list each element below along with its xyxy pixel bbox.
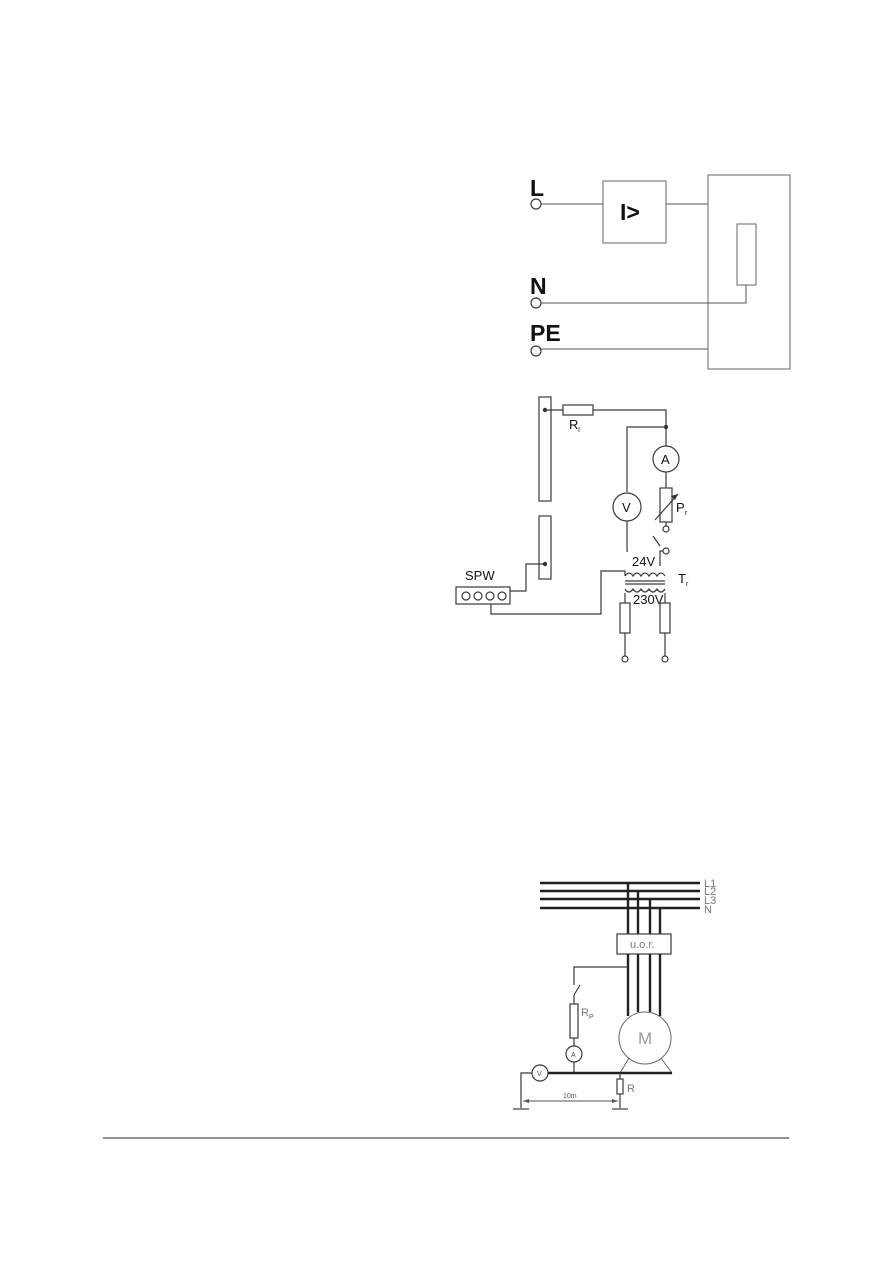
wire-voltmeter-down — [626, 521, 628, 552]
terminal-l-label: L — [530, 175, 544, 201]
transformer-label: T — [678, 571, 686, 586]
earth-resistor — [616, 1078, 624, 1095]
motor-foot-left — [619, 1057, 630, 1074]
earthing-measurement-diagram: L1 L2 L3 N u.o.r. R P A M V — [513, 878, 716, 1110]
rail-bottom — [538, 515, 552, 580]
wire-ri-right — [593, 409, 667, 446]
motor-label: M — [638, 1029, 652, 1048]
wire-to-voltmeter — [626, 426, 666, 492]
transformer-subscript: r — [686, 581, 689, 588]
motor-foot-right — [660, 1057, 673, 1074]
wire-spw-rail — [510, 563, 545, 592]
rail-top — [538, 396, 552, 502]
terminal-l — [530, 198, 542, 210]
voltmeter-label: V — [537, 1071, 542, 1078]
terminal-n — [530, 297, 542, 309]
rcd-label: u.o.r. — [630, 939, 654, 951]
potentiometer-arrowhead — [671, 494, 678, 500]
distance-label: 10m — [563, 1093, 577, 1100]
bus-label-l3: L3 — [704, 895, 716, 907]
bus-label-l1: L1 — [704, 878, 716, 890]
terminal-pe-label: PE — [530, 320, 561, 346]
load-resistor — [736, 223, 757, 286]
wire-n — [541, 285, 747, 304]
switch-blade — [652, 535, 661, 547]
ammeter-label: A — [571, 1052, 576, 1059]
resistor-ri-subscript: I — [578, 427, 580, 434]
fuse-left — [619, 602, 631, 634]
potentiometer-label: P — [676, 500, 685, 515]
potentiometer — [659, 487, 673, 523]
supply-terminal-right — [661, 655, 669, 663]
wire-test-branch — [573, 966, 628, 985]
bus-label-n: N — [704, 904, 712, 916]
spw-contact-3 — [485, 591, 495, 601]
spw-label: SPW — [465, 568, 495, 583]
protection-circuit-diagram: L I> N PE — [530, 174, 791, 370]
resistor-rp-label: R — [581, 1007, 589, 1019]
spw-contact-1 — [461, 591, 471, 601]
wire-switch-secondary — [659, 550, 663, 566]
earth-resistor-label: R — [627, 1083, 635, 1095]
overcurrent-relay-label: I> — [620, 199, 640, 225]
terminal-pe — [530, 345, 542, 357]
distance-arrow-right — [612, 1099, 618, 1103]
switch-contact — [662, 547, 670, 555]
insulation-test-circuit-diagram: R I A P r V 24V T r 230V SPW — [455, 396, 689, 663]
resistor-ri — [562, 404, 594, 416]
resistor-rp — [569, 1003, 579, 1039]
motor — [618, 1011, 672, 1065]
transformer-secondary-coil — [624, 572, 666, 578]
potentiometer-subscript: r — [685, 510, 688, 517]
voltmeter-label: V — [622, 500, 631, 515]
secondary-voltage-label: 24V — [632, 554, 655, 569]
spw-socket — [455, 586, 511, 605]
resistor-ri-label: R — [569, 417, 578, 432]
rcd-box — [616, 933, 672, 955]
bus-label-l2: L2 — [704, 886, 716, 898]
terminal-n-label: N — [530, 273, 547, 299]
spw-contact-2 — [473, 591, 483, 601]
transformer-primary-coil — [624, 587, 666, 593]
distance-arrow-left — [523, 1099, 529, 1103]
test-switch-blade — [573, 984, 581, 996]
overcurrent-relay-box — [602, 180, 667, 244]
ammeter-label: A — [661, 452, 670, 467]
supply-terminal-left — [621, 655, 629, 663]
wire-to-spw — [490, 570, 626, 615]
primary-voltage-label: 230V — [633, 592, 664, 607]
fuse-right — [659, 602, 671, 634]
resistor-rp-subscript: P — [589, 1014, 594, 1021]
spw-contact-4 — [497, 591, 507, 601]
potentiometer-terminal — [662, 525, 670, 533]
wire-probe — [520, 1072, 532, 1108]
